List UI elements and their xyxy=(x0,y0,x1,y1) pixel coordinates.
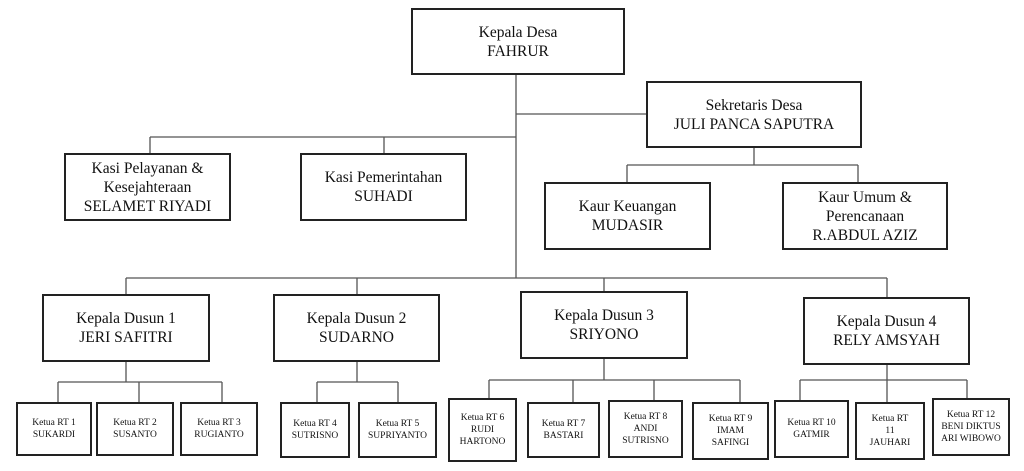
rt-box: Ketua RT 9 IMAM SAFINGI xyxy=(692,402,769,460)
kaur-title: Kaur Umum & xyxy=(818,188,912,206)
rt-box: Ketua RT 2 SUSANTO xyxy=(96,402,174,456)
dusun-name: JERI SAFITRI xyxy=(79,329,173,346)
rt-box: Ketua RT 4 SUTRISNO xyxy=(280,402,350,458)
rt-name: RUDI xyxy=(470,425,495,435)
kasi-box: Kasi Pelayanan & Kesejahteraan SELAMET R… xyxy=(64,153,231,221)
rt-title: Ketua RT 6 xyxy=(460,413,505,423)
kasi-title: Kesejahteraan xyxy=(103,178,192,196)
kaur-name: R.ABDUL AZIZ xyxy=(812,226,918,244)
dusun-title: Kepala Dusun 1 xyxy=(76,310,176,327)
kaur-name: MUDASIR xyxy=(591,217,664,234)
dusun-title: Kepala Dusun 4 xyxy=(836,313,937,330)
rt-title: Ketua RT 12 xyxy=(946,410,996,420)
kaur-title: Perencanaan xyxy=(825,207,905,225)
rt-name: SUKARDI xyxy=(32,430,76,440)
rt-name: GATMIR xyxy=(793,430,830,440)
rt-name: HARTONO xyxy=(459,437,506,447)
dusun-box: Kepala Dusun 2 SUDARNO xyxy=(273,294,440,362)
head-name: FAHRUR xyxy=(487,42,549,60)
dusun-name: RELY AMSYAH xyxy=(833,332,940,349)
rt-title: Ketua RT 8 xyxy=(623,412,668,422)
dusun-name: SUDARNO xyxy=(319,329,394,346)
rt-title: Ketua RT 7 xyxy=(541,419,586,429)
kasi-title: Kasi Pemerintahan xyxy=(324,169,443,186)
kasi-title: Kasi Pelayanan & xyxy=(91,159,204,177)
rt-title: Ketua RT 2 xyxy=(113,418,157,428)
rt-name: JAUHARI xyxy=(869,438,911,448)
head-title: Kepala Desa xyxy=(478,23,558,41)
rt-title: Ketua RT 10 xyxy=(787,418,836,428)
rt-title: Ketua RT 4 xyxy=(293,419,337,429)
dusun-title: Kepala Dusun 3 xyxy=(554,307,654,324)
secretary-box: Sekretaris Desa JULI PANCA SAPUTRA xyxy=(646,81,862,148)
rt-name: SAFINGI xyxy=(711,438,750,448)
rt-name: SUSANTO xyxy=(113,430,157,440)
kasi-name: SUHADI xyxy=(354,188,413,205)
rt-title: Ketua RT 3 xyxy=(197,418,241,428)
rt-name: SUPRIYANTO xyxy=(368,431,427,441)
rt-title: Ketua RT 5 xyxy=(375,419,420,429)
rt-name: SUTRISNO xyxy=(622,436,669,446)
rt-name: ANDI xyxy=(633,424,658,434)
dusun-box: Kepala Dusun 4 RELY AMSYAH xyxy=(803,297,970,365)
rt-title: Ketua RT xyxy=(871,414,909,424)
rt-name: IMAM xyxy=(717,426,744,436)
dusun-box: Kepala Dusun 1 JERI SAFITRI xyxy=(42,294,210,362)
kasi-box: Kasi Pemerintahan SUHADI xyxy=(300,153,467,221)
rt-name: ARI WIBOWO xyxy=(941,434,1001,444)
rt-name: BASTARI xyxy=(543,431,584,441)
secretary-title: Sekretaris Desa xyxy=(705,96,803,114)
rt-name: 11 xyxy=(885,426,895,436)
dusun-title: Kepala Dusun 2 xyxy=(306,310,407,327)
rt-name: RUGIANTO xyxy=(194,430,244,440)
kaur-box: Kaur Umum & Perencanaan R.ABDUL AZIZ xyxy=(782,182,948,250)
dusun-name: SRIYONO xyxy=(569,326,639,343)
head-box: Kepala Desa FAHRUR xyxy=(411,8,625,75)
rt-box: Ketua RT 10 GATMIR xyxy=(774,400,849,458)
rt-name: SUTRISNO xyxy=(291,431,339,441)
rt-box: Ketua RT 5 SUPRIYANTO xyxy=(358,402,437,458)
kasi-name: SELAMET RIYADI xyxy=(83,197,212,215)
kaur-title: Kaur Keuangan xyxy=(578,198,677,215)
rt-box: Ketua RT 1 SUKARDI xyxy=(16,402,92,456)
rt-title: Ketua RT 9 xyxy=(708,414,753,424)
rt-name: BENI DIKTUS xyxy=(941,422,1001,432)
rt-box: Ketua RT 8 ANDI SUTRISNO xyxy=(608,400,683,458)
secretary-name: JULI PANCA SAPUTRA xyxy=(673,115,835,133)
kaur-box: Kaur Keuangan MUDASIR xyxy=(544,182,711,250)
rt-box: Ketua RT 7 BASTARI xyxy=(527,402,600,458)
rt-box: Ketua RT 3 RUGIANTO xyxy=(180,402,258,456)
rt-title: Ketua RT 1 xyxy=(32,418,76,428)
rt-box: Ketua RT 6 RUDI HARTONO xyxy=(448,398,517,462)
rt-box: Ketua RT 12 BENI DIKTUS ARI WIBOWO xyxy=(932,398,1010,456)
dusun-box: Kepala Dusun 3 SRIYONO xyxy=(520,291,688,359)
